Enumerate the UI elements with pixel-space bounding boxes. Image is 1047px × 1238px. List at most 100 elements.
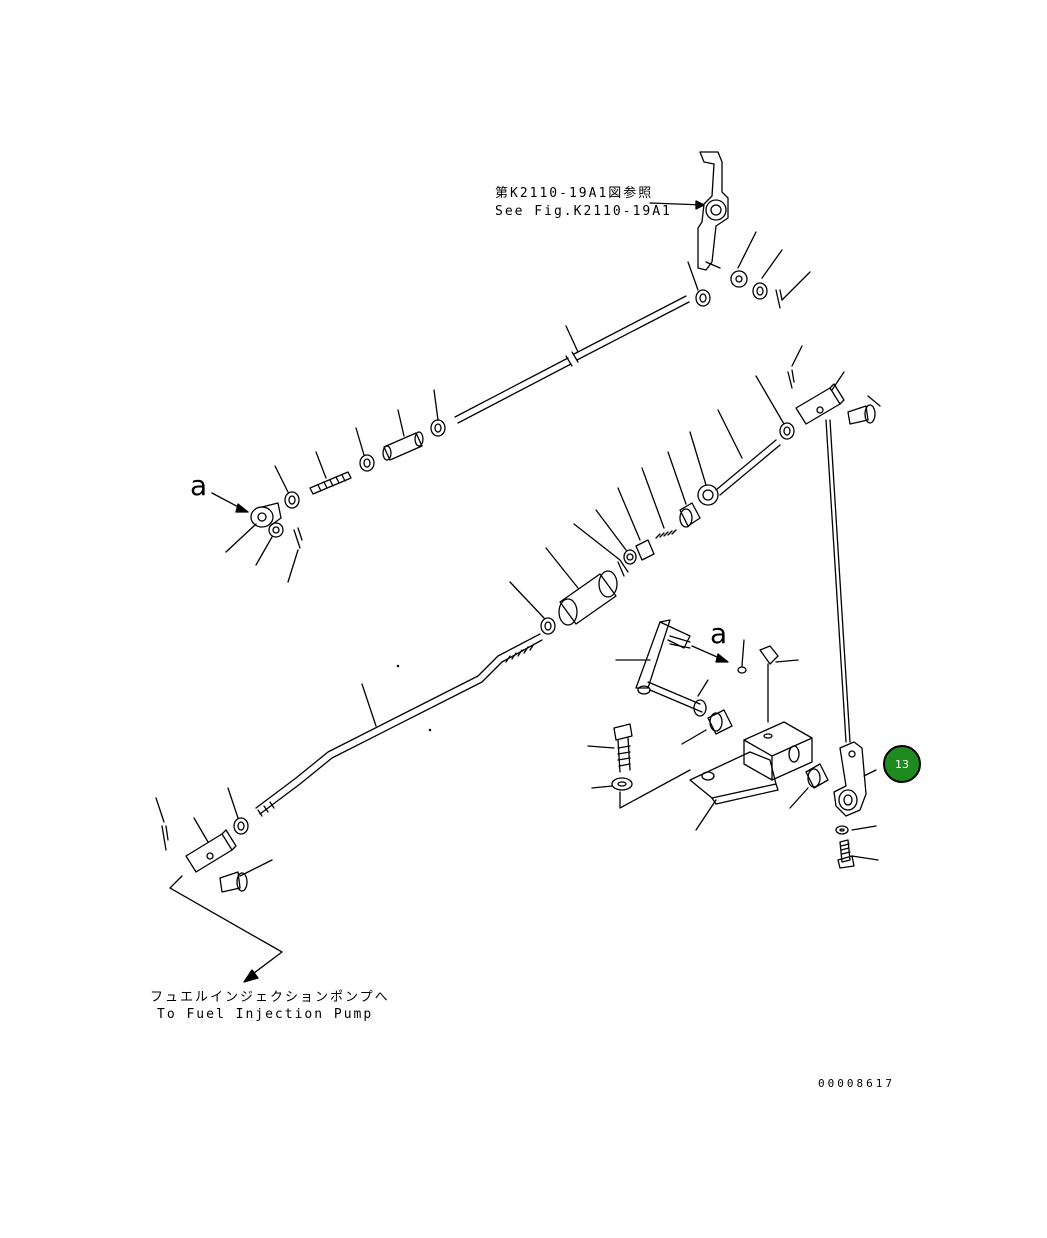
upper-cotter-pin bbox=[775, 289, 783, 309]
mid-pin bbox=[617, 559, 629, 577]
clevis-upper bbox=[795, 383, 845, 425]
leader-nut-4 bbox=[355, 427, 365, 456]
view-a-arrowhead-1 bbox=[235, 503, 249, 513]
upper-nut-5 bbox=[284, 491, 300, 509]
upper-nut-4 bbox=[359, 454, 375, 472]
bushing-left bbox=[707, 709, 733, 735]
view-a-label-left: a bbox=[190, 469, 208, 502]
leader-damper bbox=[545, 547, 579, 589]
ref-arrowhead bbox=[695, 200, 705, 210]
vertical-link bbox=[825, 419, 851, 743]
leader-turnbuckle bbox=[397, 409, 405, 437]
lower-rod bbox=[255, 633, 543, 817]
leader-nut-3 bbox=[433, 389, 439, 421]
leader-lower-rod bbox=[361, 683, 377, 727]
cap-screw bbox=[837, 839, 855, 869]
bushing-mid bbox=[679, 502, 701, 528]
mid-nut-2 bbox=[623, 549, 637, 565]
ball-joint-pin bbox=[293, 527, 303, 549]
leader-clevis-lower bbox=[193, 817, 209, 843]
drawing-number: 00008617 bbox=[818, 1077, 895, 1090]
leader-spring bbox=[641, 467, 665, 529]
upper-nut-1 bbox=[695, 289, 711, 307]
dust-speck bbox=[396, 664, 432, 732]
ref-leader bbox=[649, 202, 705, 206]
callout-number: 13 bbox=[895, 757, 909, 771]
boot-nut bbox=[697, 484, 719, 506]
bushing-right bbox=[805, 763, 829, 789]
base-plate bbox=[689, 751, 779, 805]
upper-lever bbox=[697, 151, 729, 271]
destination-label-jp: フュエルインジェクションポンプへ bbox=[150, 990, 390, 1005]
bracket-bolt bbox=[669, 635, 691, 649]
leader-bushing-mid bbox=[667, 451, 687, 505]
upper-washer bbox=[730, 270, 748, 288]
grease-nipple-small bbox=[737, 666, 747, 674]
leader-upper-rod bbox=[565, 325, 579, 353]
leader-clevis-pin-upper bbox=[867, 395, 881, 407]
support-block bbox=[743, 721, 813, 781]
clevis-pin-upper bbox=[847, 404, 876, 425]
leader-base-plate bbox=[695, 799, 717, 831]
leader-bushing-right bbox=[789, 787, 809, 809]
lock-washer bbox=[835, 825, 849, 835]
leaders-upper bbox=[687, 231, 811, 301]
leader-mid-rod-right bbox=[717, 409, 743, 459]
reference-label-jp: 第K2110-19A1図参照 bbox=[495, 186, 654, 201]
clevis-lower bbox=[185, 829, 237, 873]
leader-right-lever bbox=[863, 769, 877, 777]
reference-label-en: See Fig.K2110-19A1 bbox=[495, 204, 672, 219]
leader-bolt-group bbox=[619, 769, 691, 809]
leader-bushing-left bbox=[681, 729, 707, 745]
leader-bracket-link bbox=[697, 679, 709, 697]
pedal-bracket bbox=[635, 619, 707, 717]
mid-rod-right bbox=[715, 439, 781, 496]
leader-grease-small bbox=[741, 639, 745, 667]
leader-mid-nut-2 bbox=[595, 509, 627, 551]
leader-cotter-lower bbox=[155, 797, 165, 823]
cotter-upper bbox=[787, 369, 795, 389]
leader-mid-nut-1 bbox=[755, 375, 785, 425]
upper-rod bbox=[454, 295, 690, 424]
mid-nut-1 bbox=[779, 422, 795, 440]
threaded-stud bbox=[309, 471, 352, 495]
mid-nut-3 bbox=[540, 617, 556, 635]
ball-joint-nut bbox=[268, 522, 284, 538]
view-a-arrowhead-2 bbox=[715, 653, 729, 663]
collar bbox=[635, 539, 655, 561]
turnbuckle bbox=[382, 431, 424, 461]
washer bbox=[611, 777, 633, 791]
bolt bbox=[613, 723, 633, 773]
upper-nut-2 bbox=[752, 282, 768, 300]
view-a-label-right: a bbox=[710, 617, 728, 650]
lower-nut bbox=[233, 817, 249, 835]
cotter-lower bbox=[161, 825, 169, 851]
dest-leader bbox=[169, 875, 283, 977]
leader-bolt bbox=[587, 745, 615, 749]
leader-collar bbox=[617, 487, 641, 541]
leader-stud bbox=[315, 451, 327, 479]
leader-clevis-upper bbox=[831, 371, 845, 391]
leader-lower-nut bbox=[227, 787, 239, 819]
leader-mid-pin bbox=[573, 523, 621, 561]
leader-boot-nut bbox=[689, 431, 707, 486]
leader-mid-nut-3 bbox=[509, 581, 545, 619]
spring bbox=[655, 529, 677, 539]
upper-nut-3 bbox=[430, 419, 446, 437]
dest-arrowhead bbox=[243, 969, 259, 983]
right-lever bbox=[833, 741, 867, 817]
leader-cotter-upper bbox=[791, 345, 803, 367]
grease-fitting bbox=[759, 645, 779, 723]
leader-nut-5 bbox=[274, 465, 289, 493]
clevis-pin-lower bbox=[219, 871, 248, 893]
ball-joint bbox=[250, 502, 282, 528]
leaders-ball-joint bbox=[225, 523, 299, 583]
destination-label-en: To Fuel Injection Pump bbox=[157, 1007, 374, 1022]
leader-washer bbox=[591, 785, 613, 789]
leader-cap-screw bbox=[851, 855, 879, 861]
leader-grease-fitting bbox=[775, 659, 799, 663]
damper-cylinder bbox=[558, 570, 618, 626]
callout-badge[interactable]: 13 bbox=[883, 745, 921, 783]
leader-lock-washer bbox=[851, 825, 877, 831]
